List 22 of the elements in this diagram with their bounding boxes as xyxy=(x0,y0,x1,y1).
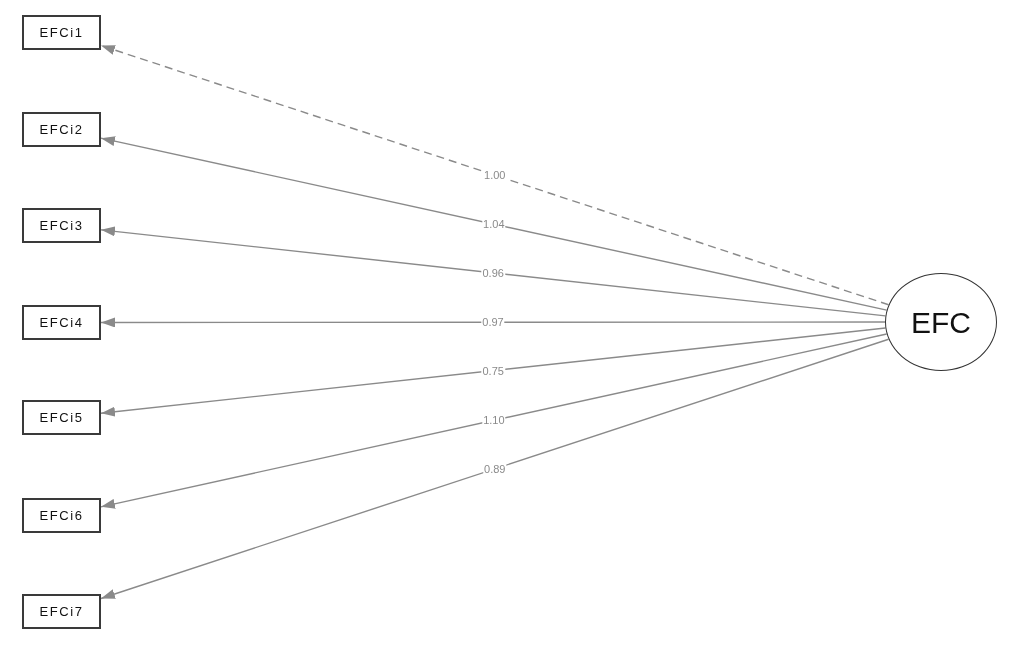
observed-variable-box: EFCi6 xyxy=(22,498,101,533)
observed-variable-box: EFCi7 xyxy=(22,594,101,629)
edge-label: 0.89 xyxy=(483,463,507,475)
edge-label: 0.75 xyxy=(481,365,505,377)
arrow xyxy=(100,333,888,509)
edge-label: 0.96 xyxy=(481,267,505,279)
edge-label: 1.00 xyxy=(483,169,507,181)
observed-variable-box: EFCi4 xyxy=(22,305,101,340)
observed-variable-box: EFCi1 xyxy=(22,15,101,50)
arrow xyxy=(100,136,888,311)
observed-variable-box: EFCi3 xyxy=(22,208,101,243)
observed-variable-box: EFCi5 xyxy=(22,400,101,435)
observed-variable-box: EFCi2 xyxy=(22,112,101,147)
edge-label: 0.97 xyxy=(481,316,505,328)
arrow xyxy=(100,338,890,600)
latent-variable-ellipse: EFC xyxy=(885,273,997,371)
arrow xyxy=(100,226,887,317)
arrow xyxy=(100,317,886,328)
edge-label: 1.10 xyxy=(482,414,506,426)
arrow xyxy=(100,327,887,417)
arrow xyxy=(100,44,890,306)
edge-label: 1.04 xyxy=(482,218,506,230)
